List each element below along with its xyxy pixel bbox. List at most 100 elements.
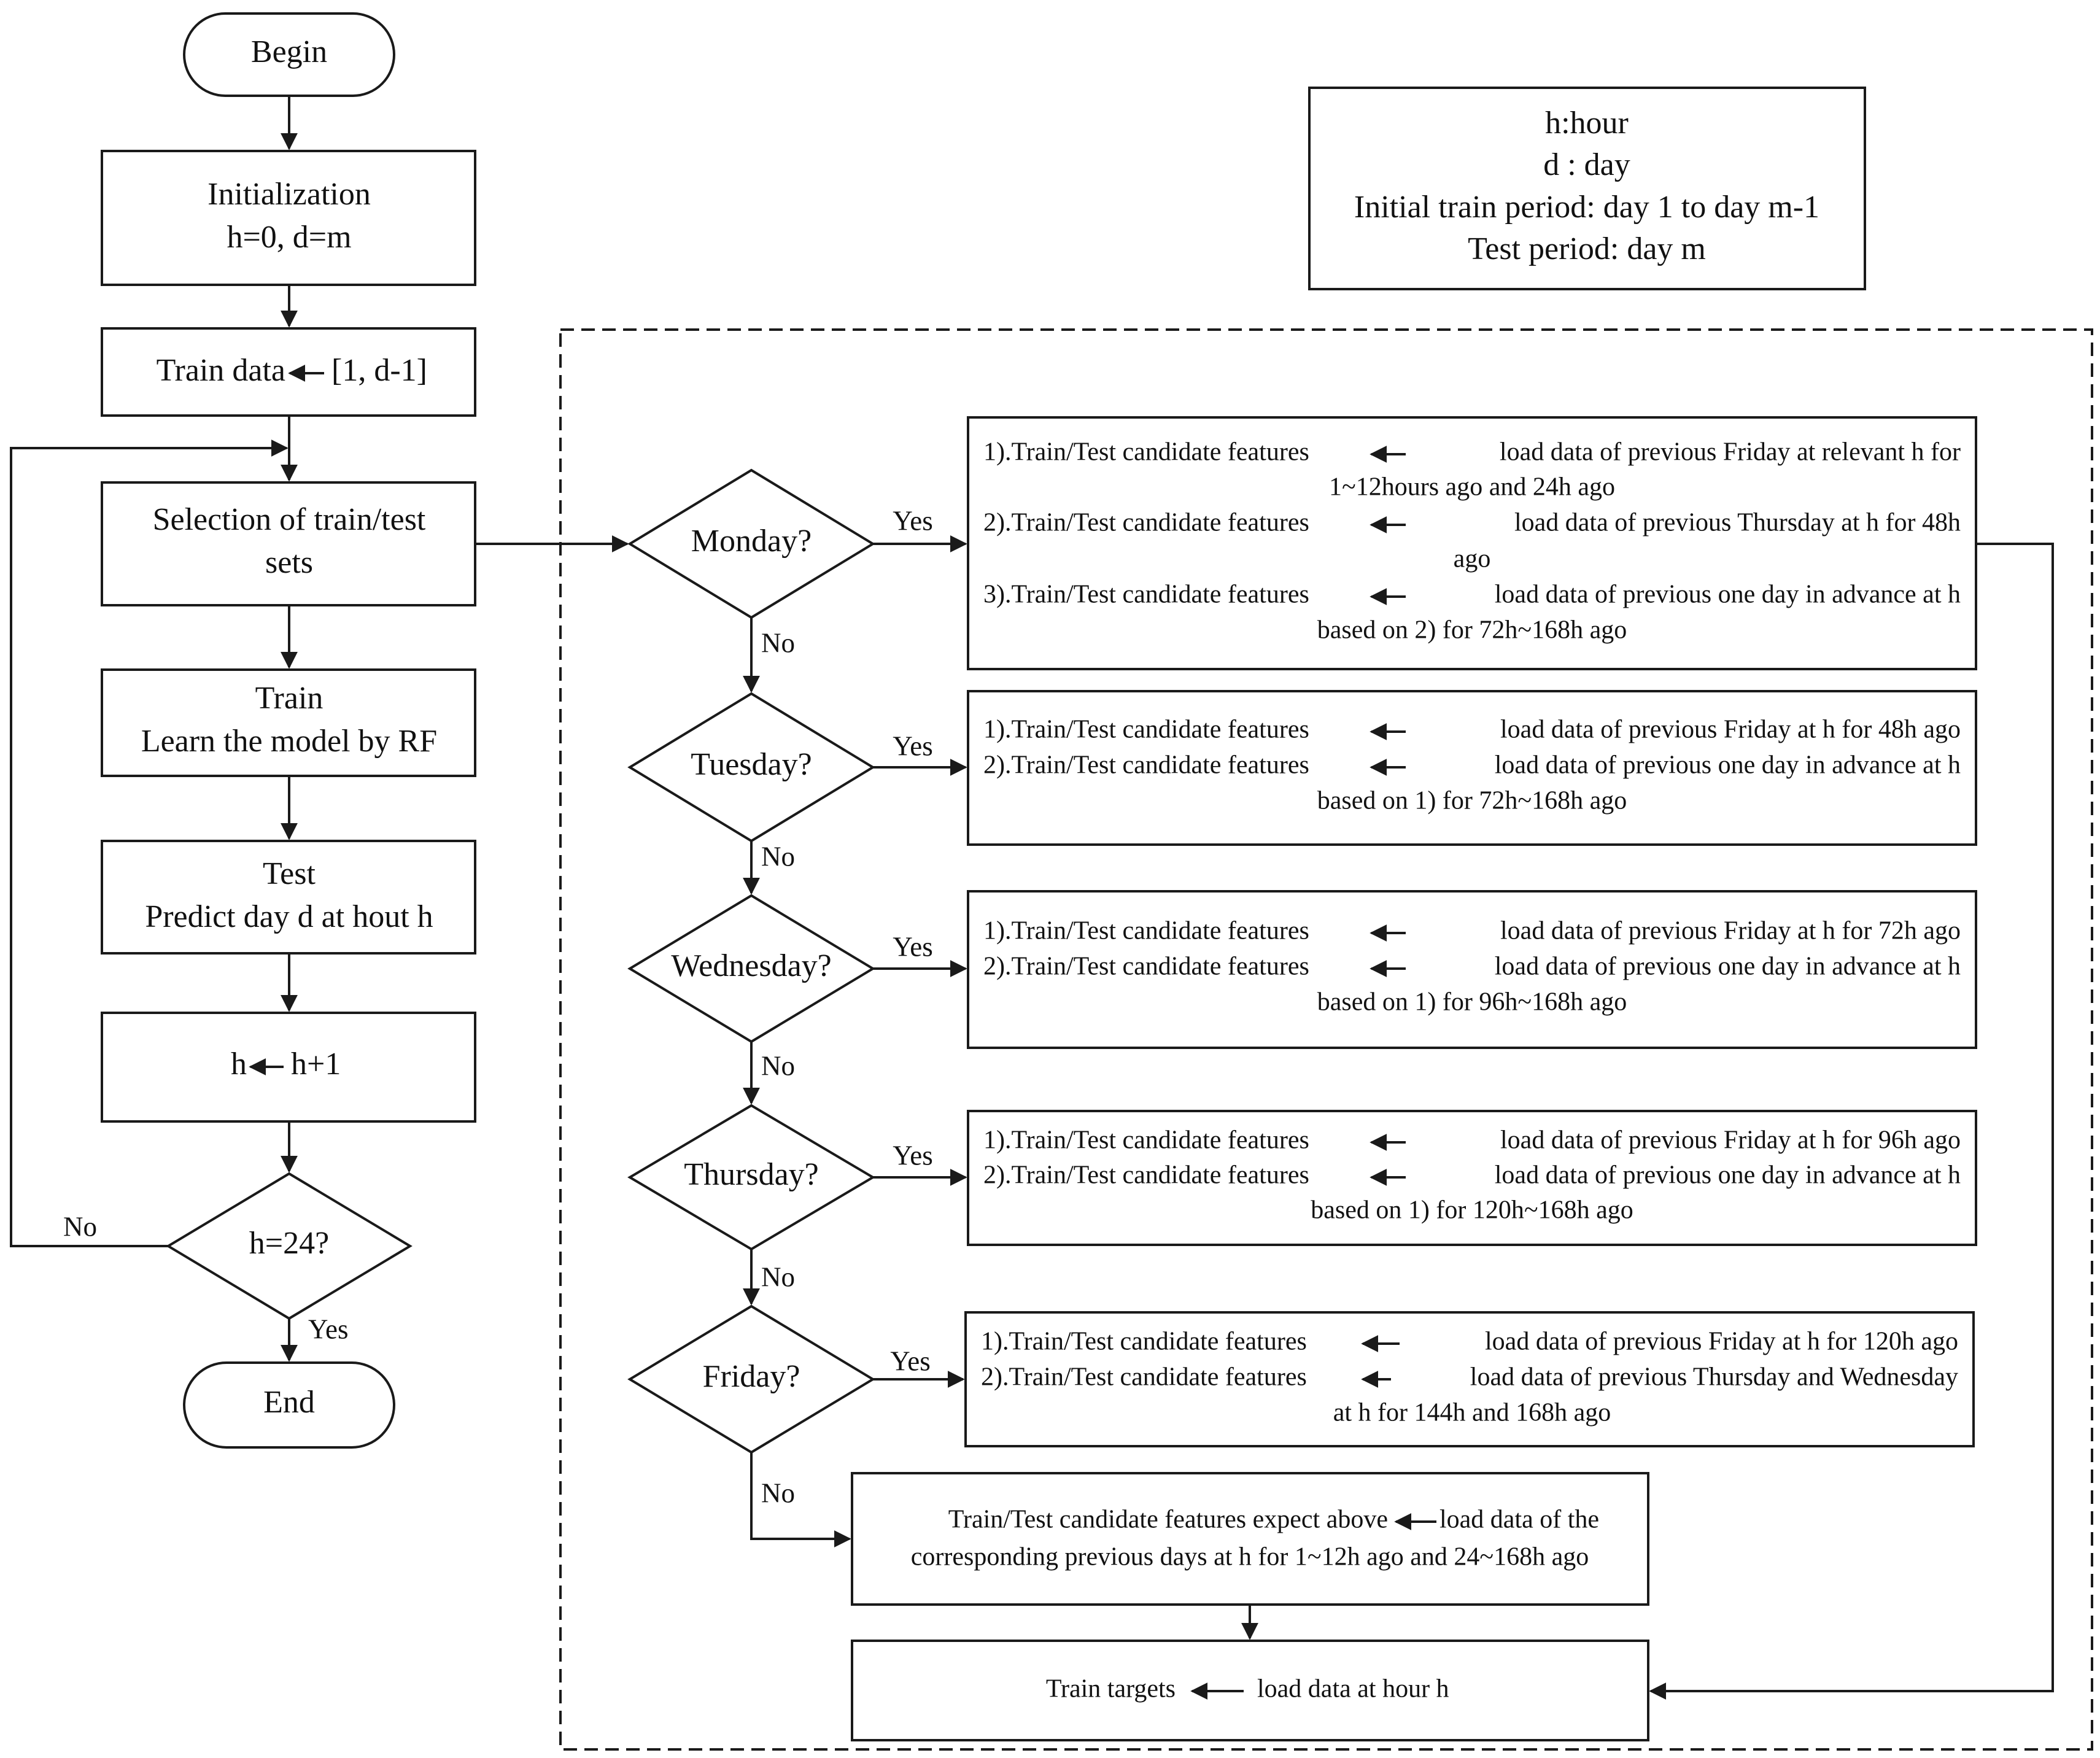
train-data-label: Train data — [157, 353, 285, 388]
train-targets-label: Train targets — [1046, 1675, 1176, 1703]
monday-line-4: ago — [1454, 545, 1491, 573]
other-days-branch: Train/Test candidate features expect abo… — [851, 1472, 1649, 1606]
loop-no-label: No — [63, 1211, 97, 1242]
selection-box — [101, 481, 476, 606]
tuesday-features-box — [967, 690, 1977, 846]
train-data-range: [1, d-1] — [331, 353, 427, 388]
line-left-text: 2).Train/Test candidate features — [981, 1363, 1307, 1392]
increment-target: h — [231, 1047, 247, 1082]
end-label: End — [263, 1385, 315, 1420]
line-right-text: load data of previous one day in advance… — [1495, 581, 1961, 609]
train-targets-box — [851, 1640, 1649, 1741]
legend-line: Initial train period: day 1 to day m-1 — [1354, 190, 1819, 225]
line-left-text: 1).Train/Test candidate features — [981, 1328, 1307, 1356]
monday-features-box — [967, 416, 1977, 670]
thursday-yes-label: Yes — [893, 1140, 932, 1171]
monday-line-2: 1~12hours ago and 24h ago — [1329, 473, 1615, 501]
line-left-text: 2).Train/Test candidate features — [983, 953, 1309, 981]
line-right-text: load data of previous Friday at h for 48… — [1500, 716, 1961, 744]
monday-line-6: based on 2) for 72h~168h ago — [1317, 616, 1627, 645]
line-right-text: load data of previous Friday at relevant… — [1500, 438, 1961, 467]
tuesday-no-label: No — [761, 841, 795, 872]
wednesday-line-3: based on 1) for 96h~168h ago — [1317, 988, 1627, 1016]
initialization-values: h=0, d=m — [227, 220, 351, 255]
end-yes-label: Yes — [308, 1314, 348, 1344]
tuesday-branch: Tuesday? Yes 1).Train/Test candidate fea… — [627, 690, 1977, 895]
wednesday-yes-label: Yes — [893, 931, 932, 962]
line-right-text: load data of previous Friday at h for 72… — [1500, 917, 1961, 945]
legend-box — [1308, 87, 1866, 290]
begin-label: Begin — [251, 34, 327, 69]
friday-branch: Friday? Yes 1).Train/Test candidate feat… — [627, 1304, 1975, 1454]
line-right-text: load data of previous one day in advance… — [1495, 1161, 1961, 1190]
loop-back-line — [10, 440, 289, 1247]
train-title: Train — [255, 681, 324, 716]
wednesday-line-1: 1).Train/Test candidate features load da… — [983, 917, 1961, 945]
end-terminal — [183, 1361, 395, 1449]
friday-no-label: No — [761, 1477, 795, 1508]
monday-line-3: 2).Train/Test candidate features load da… — [983, 509, 1961, 537]
tuesday-decision-label: Tuesday? — [691, 747, 812, 782]
legend-line: d : day — [1543, 147, 1630, 182]
train-targets-source: load data at hour h — [1257, 1675, 1449, 1703]
line-left-text: 2).Train/Test candidate features — [983, 1161, 1309, 1190]
line-left-text: 2).Train/Test candidate features — [983, 509, 1309, 537]
monday-line-1: 1).Train/Test candidate features load da… — [983, 438, 1961, 467]
monday-to-targets-line — [1649, 543, 2054, 1700]
wednesday-decision-label: Wednesday? — [671, 948, 831, 983]
other-days-line-1-right: load data of the — [1439, 1506, 1599, 1534]
monday-line-5: 3).Train/Test candidate features load da… — [983, 581, 1961, 609]
thursday-line-1: 1).Train/Test candidate features load da… — [983, 1126, 1961, 1155]
thursday-line-3: based on 1) for 120h~168h ago — [1311, 1196, 1633, 1225]
line-left-text: 3).Train/Test candidate features — [983, 581, 1309, 609]
wednesday-features-box — [967, 890, 1977, 1049]
thursday-line-2: 2).Train/Test candidate features load da… — [983, 1161, 1961, 1190]
left-flow: Begin Initialization h=0, d=m Train data… — [10, 12, 476, 1449]
train-targets-branch: Train targets load data at hour h — [851, 1640, 1649, 1741]
friday-no-line — [750, 1452, 851, 1547]
day-selection-region — [559, 328, 2093, 1751]
line-right-text: load data of previous one day in advance… — [1495, 751, 1961, 780]
thursday-decision-label: Thursday? — [684, 1157, 818, 1192]
legend-line: Test period: day m — [1468, 231, 1706, 266]
initialization-box — [101, 150, 476, 286]
wednesday-line-2: 2).Train/Test candidate features load da… — [983, 953, 1961, 981]
friday-line-1: 1).Train/Test candidate features load da… — [981, 1328, 1958, 1356]
line-left-text: 2).Train/Test candidate features — [983, 751, 1309, 780]
other-days-line-2: corresponding previous days at h for 1~1… — [911, 1543, 1589, 1571]
train-subtitle: Learn the model by RF — [141, 724, 437, 759]
friday-decision-label: Friday? — [703, 1359, 800, 1394]
line-right-text: load data of previous Friday at h for 96… — [1500, 1126, 1961, 1155]
line-right-text: load data of previous Friday at h for 12… — [1485, 1328, 1958, 1356]
test-subtitle: Predict day d at hout h — [145, 899, 433, 934]
line-left-text: 1).Train/Test candidate features — [983, 438, 1309, 467]
tuesday-line-3: based on 1) for 72h~168h ago — [1317, 787, 1627, 815]
other-days-box — [851, 1472, 1649, 1606]
line-right-text: load data of previous Thursday and Wedne… — [1470, 1363, 1958, 1392]
line-right-text: load data of previous Thursday at h for … — [1514, 509, 1961, 537]
hour-decision-label: h=24? — [249, 1226, 329, 1261]
legend: h:hour d : day Initial train period: day… — [1308, 87, 1866, 290]
test-title: Test — [263, 856, 316, 891]
train-box — [101, 668, 476, 777]
wednesday-branch: Wednesday? Yes 1).Train/Test candidate f… — [627, 890, 1977, 1105]
monday-yes-label: Yes — [893, 505, 932, 536]
line-left-text: 1).Train/Test candidate features — [983, 917, 1309, 945]
line-left-text: 1).Train/Test candidate features — [983, 1126, 1309, 1155]
increment-box — [101, 1012, 476, 1123]
wednesday-no-label: No — [761, 1050, 795, 1081]
other-days-line-1-left: Train/Test candidate features expect abo… — [948, 1506, 1388, 1534]
tuesday-line-2: 2).Train/Test candidate features load da… — [983, 751, 1961, 780]
thursday-features-box — [967, 1110, 1977, 1246]
line-right-text: load data of previous one day in advance… — [1495, 953, 1961, 981]
initialization-title: Initialization — [207, 177, 371, 212]
increment-expression: h+1 — [291, 1047, 341, 1082]
friday-yes-label: Yes — [890, 1346, 930, 1376]
line-left-text: 1).Train/Test candidate features — [983, 716, 1309, 744]
selection-line-2: sets — [265, 545, 313, 580]
tuesday-yes-label: Yes — [893, 730, 932, 761]
friday-line-2: 2).Train/Test candidate features load da… — [981, 1363, 1958, 1392]
friday-features-box — [964, 1311, 1975, 1447]
thursday-no-label: No — [761, 1261, 795, 1292]
